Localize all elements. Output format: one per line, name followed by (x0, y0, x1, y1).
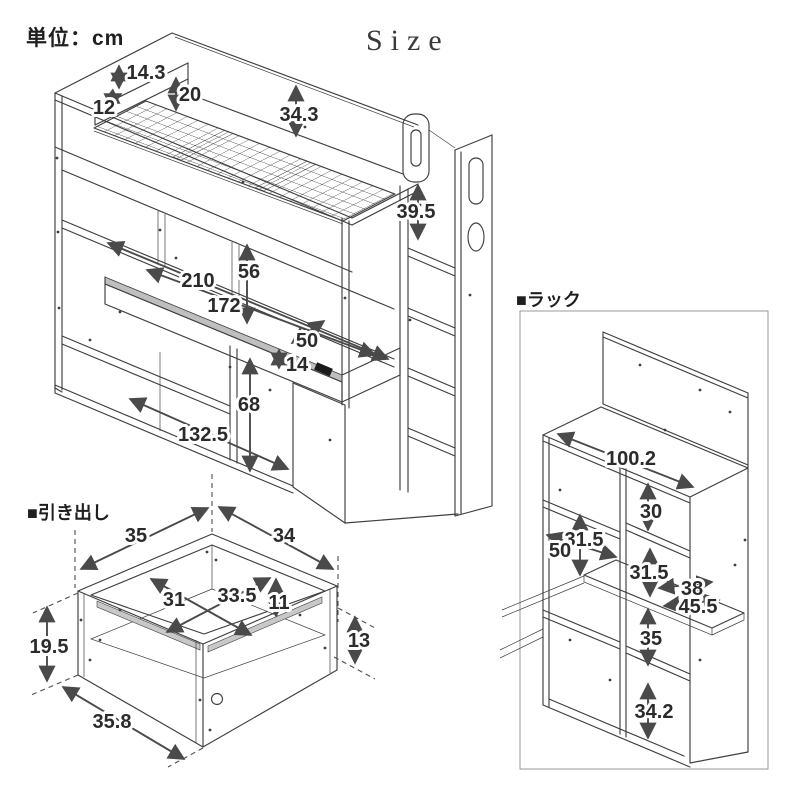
under-desk-panel (292, 382, 346, 524)
rack-structure (499, 331, 749, 768)
bed-dim-desk-length: 172 (207, 295, 240, 317)
rack-dim-shelf-depth: 38 (681, 578, 703, 600)
oval-cutout (467, 222, 485, 252)
bed-dim-desk-depth: 50 (296, 330, 318, 352)
drawer-box (30, 474, 378, 768)
bed-dim-desk-clearance: 56 (238, 261, 260, 283)
drawer-dim-front-width: 35.8 (93, 711, 132, 733)
handle-slot-cutout (468, 157, 484, 205)
rack-dim-top-cell: 30 (640, 501, 662, 523)
rack-dim-shelf-width: 45.5 (679, 596, 718, 618)
drawer-diagram: 35 34 31 33.5 11 19.5 13 35.8 (27, 474, 378, 768)
bed-dim-shelf-depth: 12 (93, 97, 115, 119)
headboard-shelf (94, 62, 189, 126)
ladder-grip-post (402, 113, 430, 183)
rack-dim-left-cell: 31.5 (565, 529, 604, 551)
drawer-dim-inner-width: 31 (163, 589, 185, 611)
bed-dim-total-length: 210 (181, 270, 214, 292)
mesh-grid (93, 100, 396, 225)
bed-dim-under-desk: 68 (238, 394, 260, 416)
rack-section-label: ■ラック (516, 290, 581, 310)
drawer-dim-inner-height: 11 (268, 592, 289, 614)
rack-dim-left-width: 50 (549, 540, 571, 562)
step-shelf-rails (399, 185, 409, 493)
product-label (314, 362, 333, 377)
grip-slot-cutout (410, 129, 422, 167)
bed-dim-head-gap: 20 (179, 84, 201, 106)
bed-frame (54, 32, 493, 524)
bed-dim-lower-length: 132.5 (178, 424, 228, 446)
bed-diagram: 14.3 12 20 34.3 39.5 56 210 172 50 14 68… (54, 32, 493, 524)
bed-dim-ladder-gap: 39.5 (397, 201, 436, 223)
bed-dim-shelf-height: 14.3 (127, 62, 166, 84)
drawer-dim-inner-depth: 33.5 (218, 585, 257, 607)
drawer-dimensions: 35 34 31 33.5 11 19.5 13 35.8 (27, 506, 373, 760)
drawer-dim-height: 19.5 (30, 636, 69, 658)
rack-dim-bottom-cell: 34.2 (635, 701, 674, 723)
lower-shelf (61, 335, 231, 415)
end-panel (454, 134, 493, 517)
drawer-dim-depth: 34 (273, 525, 296, 547)
rack-back-panel (602, 331, 749, 753)
drawer-dim-side-height: 13 (348, 630, 370, 652)
rack-diagram: 100.2 30 31.5 50 31.5 38 45.5 35 34.2 (499, 310, 769, 770)
unit-label: 単位：cm (26, 27, 125, 50)
drawer-dim-width: 35 (125, 525, 147, 547)
bed-dim-guardrail: 34.3 (280, 104, 319, 126)
rack-dimensions: 100.2 30 31.5 50 31.5 38 45.5 35 34.2 (545, 431, 721, 740)
rack-dim-width: 100.2 (606, 448, 656, 470)
bed-dim-apron: 14 (286, 354, 309, 376)
rack-dim-lower-cell: 35 (640, 628, 662, 650)
page-title: Size (366, 24, 450, 57)
drawer-dashed-guides (30, 474, 378, 768)
rack-dim-mid-cell: 31.5 (630, 562, 669, 584)
rack-frame-border (519, 310, 769, 770)
drawer-hole (210, 692, 224, 706)
bed-dimensions: 14.3 12 20 34.3 39.5 56 210 172 50 14 68… (90, 59, 438, 473)
